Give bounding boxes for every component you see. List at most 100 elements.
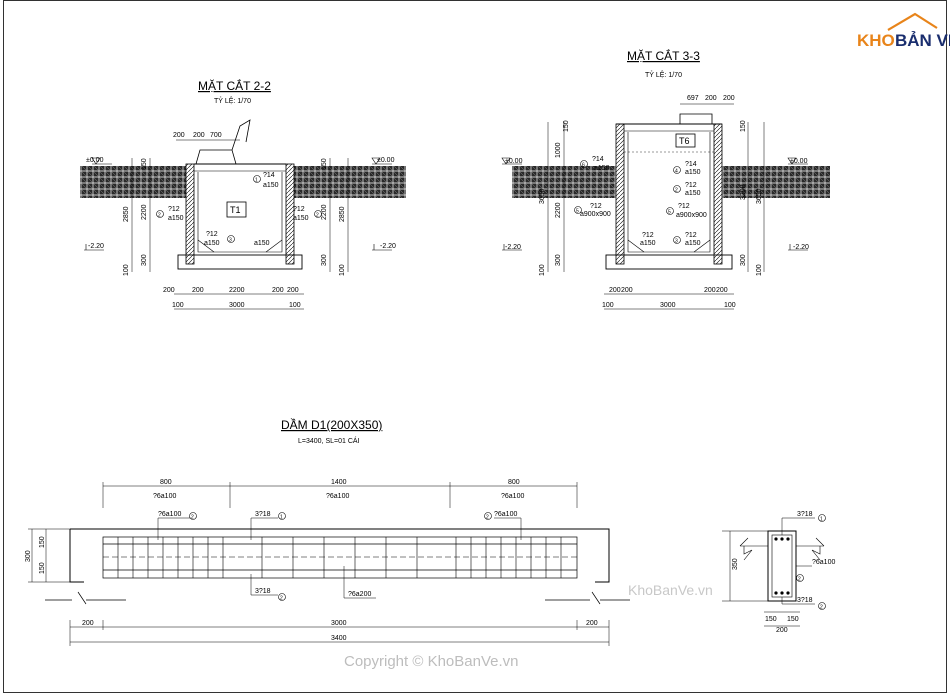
section33-title: MẶT CẮT 3-3 bbox=[627, 48, 700, 63]
section-3-3: MẶT CẮT 3-3 TỶ LỆ: 1/70 T6 697 200 200 ±… bbox=[501, 48, 830, 310]
wall-right bbox=[285, 163, 295, 265]
cross-label-0: 3?18 bbox=[797, 511, 813, 518]
section22-tag-box bbox=[226, 201, 247, 218]
s22-level-0: ±0.00 bbox=[86, 157, 104, 164]
beam-call2-text: ?6a100 bbox=[494, 511, 517, 518]
beam-d1: DẦM D1(200X350) L=3400, SL=01 CÁI 800 14… bbox=[25, 417, 630, 646]
beam-topdim-2: 800 bbox=[508, 479, 520, 486]
cross-label-2: 3?18 bbox=[797, 597, 813, 604]
s33-bdim-5: 3000 bbox=[660, 302, 676, 309]
s33-bar0-sub: a150 bbox=[594, 165, 610, 172]
s33-bdim-6: 100 bbox=[724, 302, 736, 309]
base-slab bbox=[177, 254, 303, 270]
s33-bar5-sub: a150 bbox=[640, 240, 656, 247]
s22-bdim-3: 200 bbox=[272, 287, 284, 294]
logo: KHO BẢN VẼ bbox=[857, 12, 950, 50]
s22-bdim-4: 200 bbox=[287, 287, 299, 294]
sheet-border bbox=[3, 0, 947, 693]
s22-bar4-sub: a150 bbox=[254, 240, 270, 247]
beam-bdim-0: 200 bbox=[82, 620, 94, 627]
s33-bar6-sub: a150 bbox=[685, 240, 701, 247]
cross-dim-1: 150 bbox=[765, 616, 777, 623]
beam-call3-text: 3?18 bbox=[255, 588, 271, 595]
s33-rdim-0: 150 bbox=[740, 120, 747, 132]
s22-ldim-4: 100 bbox=[123, 264, 130, 276]
cross-label-1: ?6a100 bbox=[812, 559, 835, 566]
s33-bar6-text: ?12 bbox=[685, 232, 697, 239]
beam-topdim-1: 1400 bbox=[331, 479, 347, 486]
beam-cross-section: 3?18 1 ?6a100 2 3?18 2 350 150 150 200 bbox=[722, 511, 835, 634]
section22-scale: TỶ LỆ: 1/70 bbox=[214, 96, 251, 105]
beam-title: DẦM D1(200X350) bbox=[281, 417, 382, 432]
s33-bdim-4: 100 bbox=[602, 302, 614, 309]
section-2-2: MẶT CẮT 2-2 TỶ LỆ: 1/70 T1 200 200 700 ±… bbox=[80, 78, 406, 310]
s33-rdim-2: 3650 bbox=[756, 188, 763, 204]
wall-left bbox=[185, 163, 195, 265]
s22-topdim-0: 200 bbox=[173, 132, 185, 139]
s22-bar1-num: 2 bbox=[158, 213, 161, 219]
s22-rdim-4: 100 bbox=[339, 264, 346, 276]
s22-ldim-1: 2200 bbox=[141, 204, 148, 220]
s22-level-1: ±0.00 bbox=[377, 157, 395, 164]
beam-stirrup-0: ?6a100 bbox=[153, 493, 176, 500]
soil-left-33 bbox=[512, 166, 618, 198]
s22-bar0-num: 1 bbox=[255, 178, 258, 184]
beam-call1-text: 3?18 bbox=[255, 511, 271, 518]
s33-bar0-num: 6 bbox=[582, 163, 585, 169]
section22-title: MẶT CẮT 2-2 bbox=[198, 78, 271, 93]
s22-topdim-1: 200 bbox=[193, 132, 205, 139]
s22-bar3-sub: a150 bbox=[204, 240, 220, 247]
s22-bdim-6: 3000 bbox=[229, 302, 245, 309]
s22-bdim-2: 2200 bbox=[229, 287, 245, 294]
section33-scale: TỶ LỆ: 1/70 bbox=[645, 70, 682, 79]
s22-bdim-5: 100 bbox=[172, 302, 184, 309]
s22-level-2: -2.20 bbox=[88, 243, 104, 250]
s33-bar1-num: 4 bbox=[675, 169, 678, 175]
s22-bar1-text: ?12 bbox=[168, 206, 180, 213]
cross-num-2: 2 bbox=[820, 605, 823, 611]
logo-part2: BẢN VẼ bbox=[895, 30, 950, 50]
cross-dim-3: 200 bbox=[776, 627, 788, 634]
s33-bar3-sub: a900x900 bbox=[580, 211, 611, 218]
s33-bar5-text: ?12 bbox=[642, 232, 654, 239]
s22-ldim-0: 2850 bbox=[123, 206, 130, 222]
s33-ldim-5: 100 bbox=[539, 264, 546, 276]
s22-bar3-num: 3 bbox=[229, 238, 232, 244]
beam-ldim-1: 150 bbox=[39, 536, 46, 548]
s33-rdim-1: 3200 bbox=[740, 184, 747, 200]
s33-bar0-text: ?14 bbox=[592, 156, 604, 163]
s22-bdim-1: 200 bbox=[192, 287, 204, 294]
s33-bar6-num: 3 bbox=[675, 239, 678, 245]
soil-right-33 bbox=[722, 166, 830, 198]
logo-roof-icon bbox=[887, 12, 938, 31]
cross-dim-0: 350 bbox=[732, 558, 739, 570]
s22-bar1-sub: a150 bbox=[168, 215, 184, 222]
s22-ldim-2: 150 bbox=[141, 158, 148, 170]
s22-bar3-text: ?12 bbox=[206, 231, 218, 238]
section33-tag: T6 bbox=[679, 136, 690, 146]
s33-topdim-2: 200 bbox=[723, 95, 735, 102]
beam-ldim-2: 150 bbox=[39, 562, 46, 574]
watermark-site: KhoBanVe.vn bbox=[628, 582, 713, 598]
s22-bar2-num: 2 bbox=[316, 213, 319, 219]
cross-num-1: 2 bbox=[798, 577, 801, 583]
s22-bar2-text: ?12 bbox=[293, 206, 305, 213]
s33-bar2-num: 2 bbox=[675, 188, 678, 194]
s22-bdim-0: 200 bbox=[163, 287, 175, 294]
s33-bar2-text: ?12 bbox=[685, 182, 697, 189]
beam-subtitle: L=3400, SL=01 CÁI bbox=[298, 436, 360, 445]
s33-level-1: ±0.00 bbox=[790, 158, 808, 165]
s22-ldim-3: 300 bbox=[141, 254, 148, 266]
s33-topdim-1: 200 bbox=[705, 95, 717, 102]
beam-bdim-2: 200 bbox=[586, 620, 598, 627]
s33-rdim-3: 300 bbox=[740, 254, 747, 266]
cross-dim-2: 150 bbox=[787, 616, 799, 623]
cross-num-0: 1 bbox=[820, 517, 823, 523]
s22-topdim-2: 700 bbox=[210, 132, 222, 139]
s22-rdim-2: 150 bbox=[321, 158, 328, 170]
s33-ldim-1: 1000 bbox=[555, 142, 562, 158]
s33-bar1-text: ?14 bbox=[685, 161, 697, 168]
s33-ldim-0: 150 bbox=[563, 120, 570, 132]
